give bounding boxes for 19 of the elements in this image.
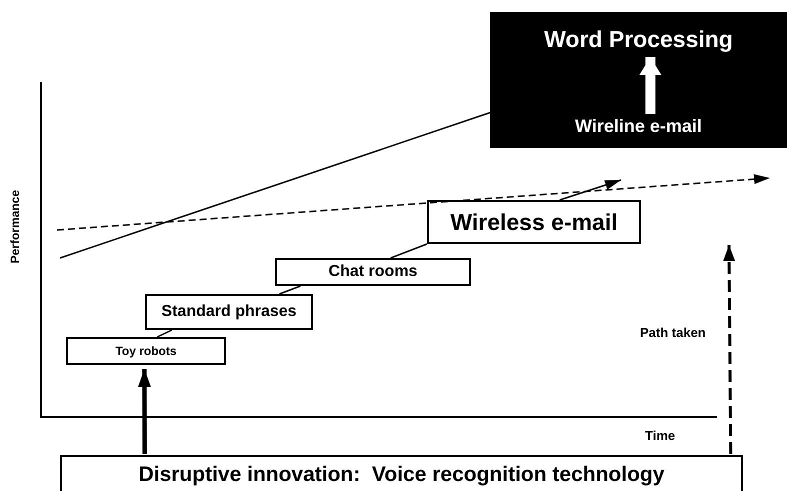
connector-line: [390, 243, 428, 259]
annotation-text: Path taken: [640, 325, 706, 340]
axis-label: Time: [645, 428, 676, 443]
connector-line: [60, 112, 490, 259]
connector-line: [279, 285, 301, 295]
stage-box: Disruptive innovation: Voice recognition technology: [60, 455, 743, 491]
box-title: Word Processing: [490, 26, 787, 53]
box-title: Wireline e-mail: [490, 116, 787, 137]
highlight-box: [490, 12, 787, 148]
arrow: [639, 57, 662, 114]
stage-box: Standard phrases: [145, 294, 313, 330]
arrow: [138, 369, 151, 454]
arrow: [723, 244, 736, 454]
axis-label: Performance: [8, 190, 22, 264]
stage-box: Wireless e-mail: [427, 200, 641, 244]
connector-line: [156, 329, 172, 338]
stage-box: Toy robots: [66, 337, 226, 365]
arrow: [559, 179, 622, 201]
stage-box: Chat rooms: [275, 258, 471, 286]
